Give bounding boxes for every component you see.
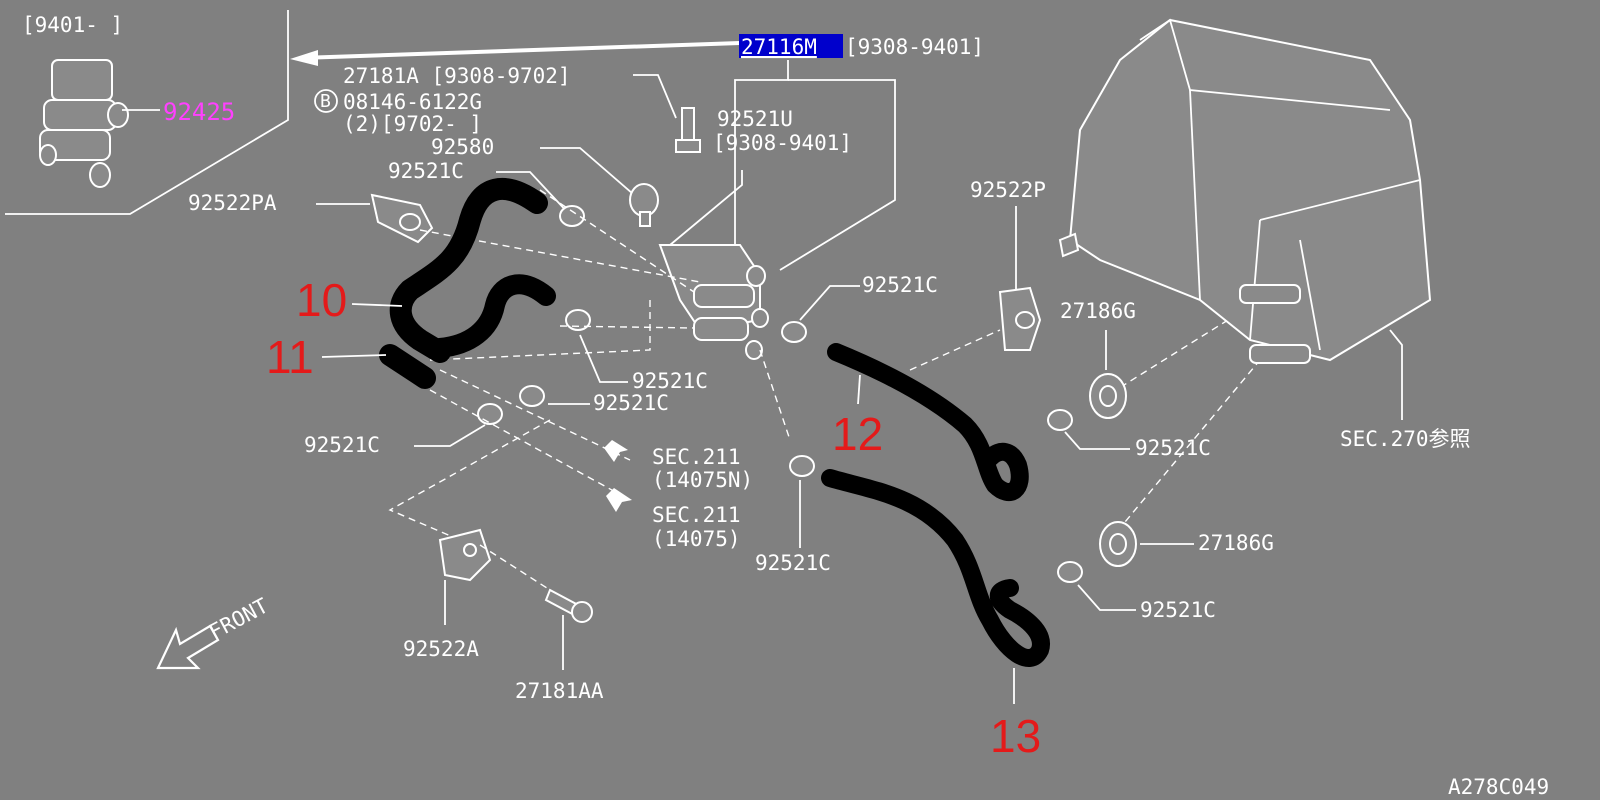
clamp-icons (477, 205, 1083, 583)
label-92521U: 92521U (717, 107, 793, 131)
label-92521C-rmid: 92521C (1135, 436, 1211, 460)
leader-92580 (540, 147, 641, 201)
grommet-92580-icon (629, 183, 659, 227)
label-92521C-mid2: 92521C (593, 391, 669, 415)
dash-4 (439, 369, 631, 461)
hose-10[interactable] (389, 178, 548, 363)
leader-callout-10 (351, 303, 403, 307)
grommet-27186G-top-icon (1089, 373, 1127, 419)
label-92522P: 92522P (970, 178, 1046, 202)
highlight-box (739, 34, 843, 58)
grommet-27186G-bottom-icon (1099, 521, 1137, 567)
leader-27181A (633, 74, 677, 119)
label-92521C-rbot: 92521C (1140, 598, 1216, 622)
highlight-part-link[interactable]: 27116M (739, 34, 843, 59)
label-92522PA: 92522PA (188, 191, 277, 215)
bolt-b-circle (314, 89, 338, 113)
label-92522A: 92522A (403, 637, 479, 661)
label-92521C-left: 92521C (304, 433, 380, 457)
leader-92521C-right (799, 285, 860, 321)
leader-92521C-top (496, 171, 571, 216)
callout-10[interactable]: 10 (296, 274, 347, 326)
leader-callout-12 (857, 374, 861, 405)
front-label: FRONT (205, 593, 272, 644)
inset-date-range: [9401- ] (22, 13, 123, 37)
dash-11 (1109, 359, 1261, 541)
inset-border (5, 10, 289, 215)
inset-heater-valve-icon (39, 59, 129, 188)
label-08146: 08146-6122G (343, 90, 482, 114)
label-sec211-a-part: (14075N) (652, 468, 753, 492)
clamp-92522PA-icon (370, 193, 434, 244)
leader-92521C-rmid (1064, 431, 1130, 450)
label-92521C-top: 92521C (388, 159, 464, 183)
dash-12 (479, 544, 551, 591)
hose-11[interactable] (379, 274, 556, 389)
diagram-code: A278C049 (1448, 775, 1549, 799)
label-27186G-top: 27186G (1060, 299, 1136, 323)
inset-part-number[interactable]: 92425 (163, 98, 235, 126)
leader-callout-11 (321, 354, 387, 358)
leader-27116M-right (779, 79, 896, 271)
bolt-27181AA-icon (544, 588, 593, 623)
leader-92521U (669, 170, 743, 246)
dash-3 (559, 325, 695, 329)
dash-2 (539, 189, 695, 293)
sec211-arrow-1 (604, 440, 628, 462)
leader-sec270 (1389, 329, 1403, 420)
label-27186G-bottom: 27186G (1198, 531, 1274, 555)
hose-12[interactable] (827, 343, 1029, 501)
dash-5 (429, 389, 631, 501)
label-sec211-b[interactable]: SEC.211 (652, 503, 741, 527)
bolt-b-letter: B (320, 91, 331, 112)
label-92580: 92580 (431, 135, 494, 159)
label-27181AA: 27181AA (515, 679, 604, 703)
label-27181A: 27181A [9308-9702] (343, 64, 571, 88)
reference-arrow-line (299, 41, 741, 60)
callout-12[interactable]: 12 (832, 408, 883, 460)
label-92521U-range: [9308-9401] (713, 131, 852, 155)
label-27116M-range: [9308-9401] (845, 35, 984, 59)
callout-11[interactable]: 11 (266, 331, 314, 383)
label-sec211-a[interactable]: SEC.211 (652, 445, 741, 469)
label-92521C-mid: 92521C (632, 369, 708, 393)
sec211-arrow-2 (606, 488, 632, 512)
label-92521C-right: 92521C (862, 273, 938, 297)
hose-13[interactable] (821, 469, 1050, 667)
leader-92521C-left (414, 424, 486, 447)
heater-unit-icon (1058, 18, 1432, 364)
bracket-92522A-icon (438, 528, 492, 582)
label-08146-qty: (2)[9702- ] (343, 112, 482, 136)
dash-8 (429, 300, 651, 361)
dash-7 (388, 419, 551, 541)
leader-92521C-mid (579, 334, 628, 383)
part-27116M-link[interactable]: 27116M (741, 35, 817, 59)
heater-valve-27116M-icon (658, 244, 769, 360)
reference-arrow-head (290, 50, 318, 66)
leader-92521C-rbot (1077, 584, 1136, 611)
dash-6 (759, 349, 791, 441)
front-direction-icon (156, 624, 220, 670)
bolt-27181A-icon (675, 107, 701, 153)
inset-detail: [9401- ] 92425 (5, 10, 289, 215)
label-sec270[interactable]: SEC.270参照 (1340, 427, 1471, 451)
label-sec211-b-part: (14075) (652, 527, 741, 551)
label-92521C-low: 92521C (755, 551, 831, 575)
dash-9 (909, 329, 1001, 371)
leader-27116M-left (734, 60, 789, 250)
clamp-92522P-icon (998, 286, 1042, 351)
callout-13[interactable]: 13 (990, 710, 1041, 762)
